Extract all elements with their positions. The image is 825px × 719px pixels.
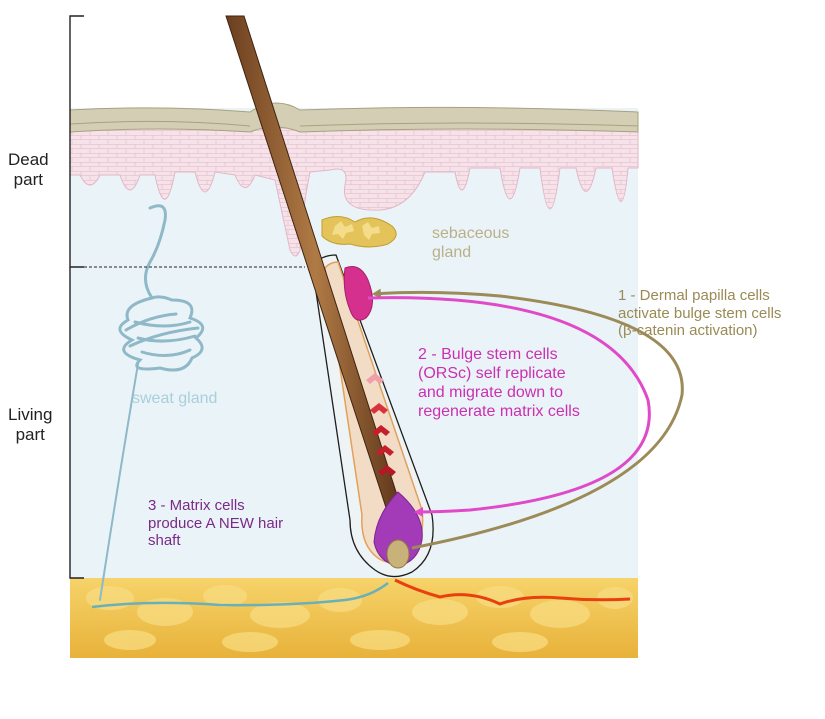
side-brackets <box>69 15 84 579</box>
step2-annotation: 2 - Bulge stem cells (ORSc) self replica… <box>418 346 580 420</box>
living-part-label: Living part <box>8 405 53 445</box>
arrow-step1 <box>372 288 684 550</box>
sebaceous-gland-label: sebaceous gland <box>432 225 510 261</box>
arrow-step2 <box>367 296 651 517</box>
bulge-region <box>343 266 373 321</box>
fat-layer <box>70 578 638 658</box>
blood-vessel <box>394 578 631 606</box>
dermal-papilla <box>386 539 410 569</box>
stratum-corneum <box>69 102 639 133</box>
dead-part-label: Dead part <box>8 150 49 190</box>
step1-annotation: 1 - Dermal papilla cells activate bulge … <box>618 287 782 340</box>
epidermis <box>69 127 639 257</box>
sebaceous-gland <box>321 216 397 248</box>
sweat-gland-label: sweat gland <box>132 390 218 407</box>
sweat-gland <box>99 204 205 601</box>
nerve-fiber <box>91 582 389 609</box>
migrating-cells <box>366 373 396 476</box>
step3-annotation: 3 - Matrix cells produce A NEW hair shaf… <box>148 497 284 550</box>
